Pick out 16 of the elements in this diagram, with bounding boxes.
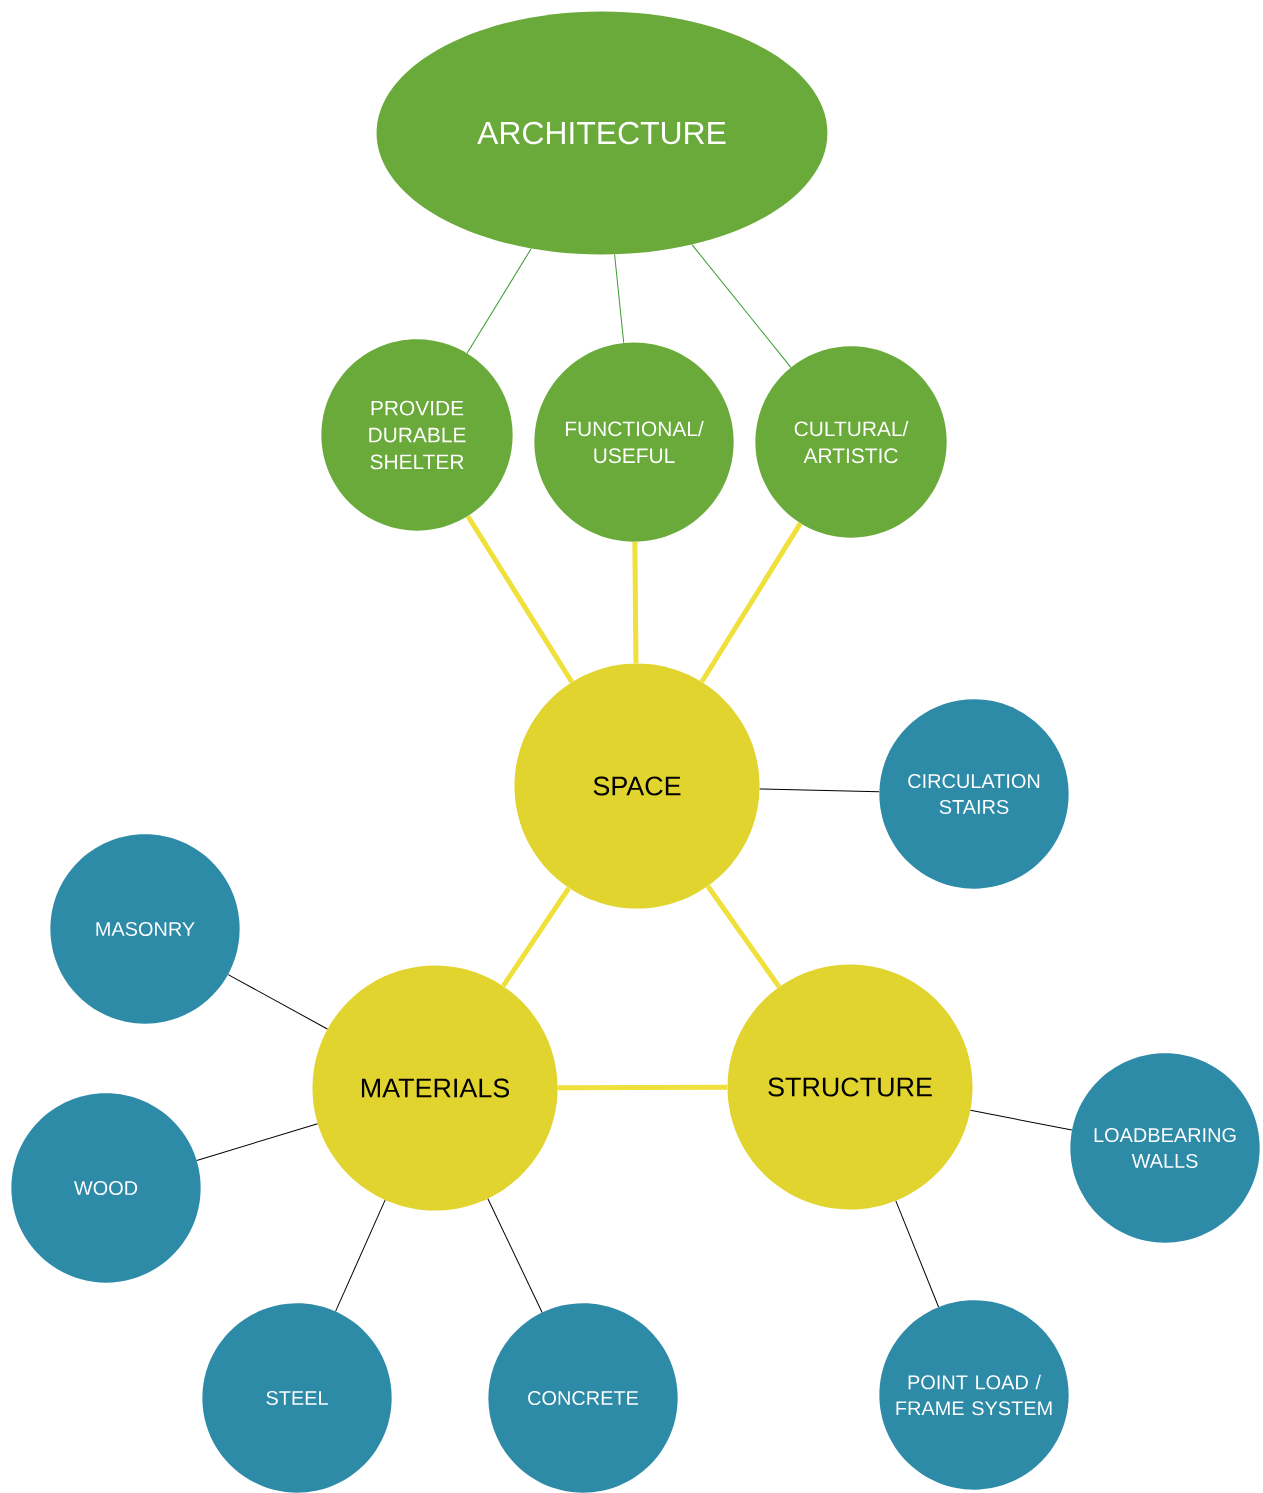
connector-line [705,884,782,989]
connector-line [691,244,792,368]
connector-line [759,788,880,793]
connector-line [501,886,571,988]
connector-line [466,248,532,354]
connector-line [487,1198,543,1313]
connector-line [465,514,574,684]
connector-line [557,1084,728,1091]
connector-line [614,254,625,344]
connector-line [895,1200,940,1308]
connector-line [699,522,803,684]
connector-line [632,541,639,664]
connector-line [227,974,328,1030]
connector-line [335,1199,386,1312]
connector-line [196,1123,319,1161]
connector-line [970,1109,1073,1131]
